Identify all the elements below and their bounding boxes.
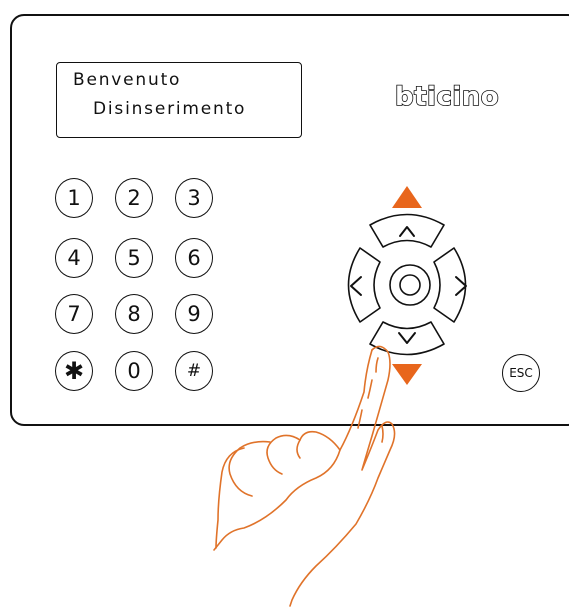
display-line-1: Benvenuto <box>73 70 182 90</box>
key-1[interactable]: 1 <box>55 178 93 218</box>
lcd-display: Benvenuto Disinserimento <box>56 62 302 138</box>
nav-down-button[interactable] <box>369 321 445 356</box>
key-5[interactable]: 5 <box>115 238 153 278</box>
pointing-hand-icon <box>213 345 396 607</box>
chevron-down-icon <box>398 332 416 344</box>
nav-right-button[interactable] <box>433 247 467 323</box>
chevron-up-icon <box>399 226 415 237</box>
key-3[interactable]: 3 <box>175 178 213 218</box>
nav-left-button[interactable] <box>347 247 381 323</box>
key-9[interactable]: 9 <box>175 294 213 334</box>
display-line-2: Disinserimento <box>93 99 247 119</box>
esc-button[interactable]: ESC <box>502 354 540 392</box>
triangle-up-icon <box>392 186 422 208</box>
ok-ring-icon <box>399 274 421 296</box>
key-7[interactable]: 7 <box>55 294 93 334</box>
key-hash[interactable]: # <box>175 351 213 391</box>
key-star[interactable]: ✱ <box>55 351 93 391</box>
key-0[interactable]: 0 <box>115 351 153 391</box>
nav-up-button[interactable] <box>369 213 445 248</box>
key-4[interactable]: 4 <box>55 238 93 278</box>
key-8[interactable]: 8 <box>115 294 153 334</box>
chevron-right-icon <box>455 276 467 296</box>
key-2[interactable]: 2 <box>115 178 153 218</box>
triangle-down-icon <box>392 364 422 385</box>
brand-logo: bticino <box>394 81 500 113</box>
key-6[interactable]: 6 <box>175 238 213 278</box>
chevron-left-icon <box>350 276 362 296</box>
keypad-panel <box>10 14 569 426</box>
nav-center-button[interactable] <box>389 264 431 306</box>
